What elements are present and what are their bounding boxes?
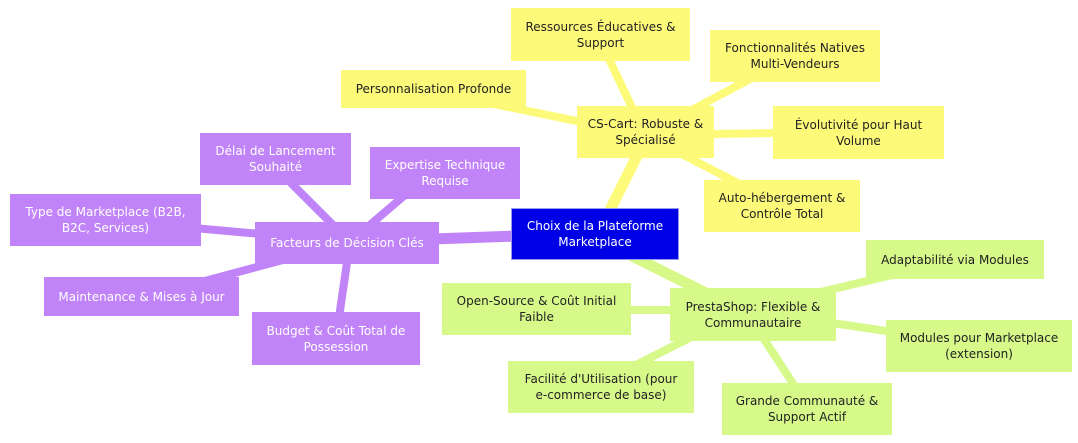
leaf-node-expertise-technique[interactable]: Expertise Technique Requise [370,147,520,199]
leaf-node-adaptabilite[interactable]: Adaptabilité via Modules [866,240,1044,279]
branch-node-cscart[interactable]: CS-Cart: Robuste & Spécialisé [577,106,714,158]
leaf-node-budget[interactable]: Budget & Coût Total de Possession [252,312,420,365]
leaf-node-modules-marketplace[interactable]: Modules pour Marketplace (extension) [886,320,1072,372]
leaf-node-evolutivite[interactable]: Évolutivité pour Haut Volume [773,106,944,159]
leaf-node-grande-communaute[interactable]: Grande Communauté & Support Actif [722,383,892,435]
leaf-node-facilite-utilisation[interactable]: Facilité d'Utilisation (pour e-commerce … [508,361,694,413]
leaf-node-auto-hebergement[interactable]: Auto-hébergement & Contrôle Total [704,180,860,232]
leaf-node-delai-lancement[interactable]: Délai de Lancement Souhaité [200,133,351,185]
leaf-node-ressources-educatives[interactable]: Ressources Éducatives & Support [511,8,690,61]
leaf-node-maintenance[interactable]: Maintenance & Mises à Jour [44,277,239,316]
branch-node-prestashop[interactable]: PrestaShop: Flexible & Communautaire [670,288,836,341]
leaf-node-personnalisation-profonde[interactable]: Personnalisation Profonde [341,70,526,108]
root-node[interactable]: Choix de la Plateforme Marketplace [511,208,679,260]
branch-node-facteurs[interactable]: Facteurs de Décision Clés [255,222,439,264]
leaf-node-fonctionnalites-natives[interactable]: Fonctionnalités Natives Multi-Vendeurs [710,30,880,82]
leaf-node-type-marketplace[interactable]: Type de Marketplace (B2B, B2C, Services) [10,194,201,246]
leaf-node-open-source[interactable]: Open-Source & Coût Initial Faible [442,283,631,335]
